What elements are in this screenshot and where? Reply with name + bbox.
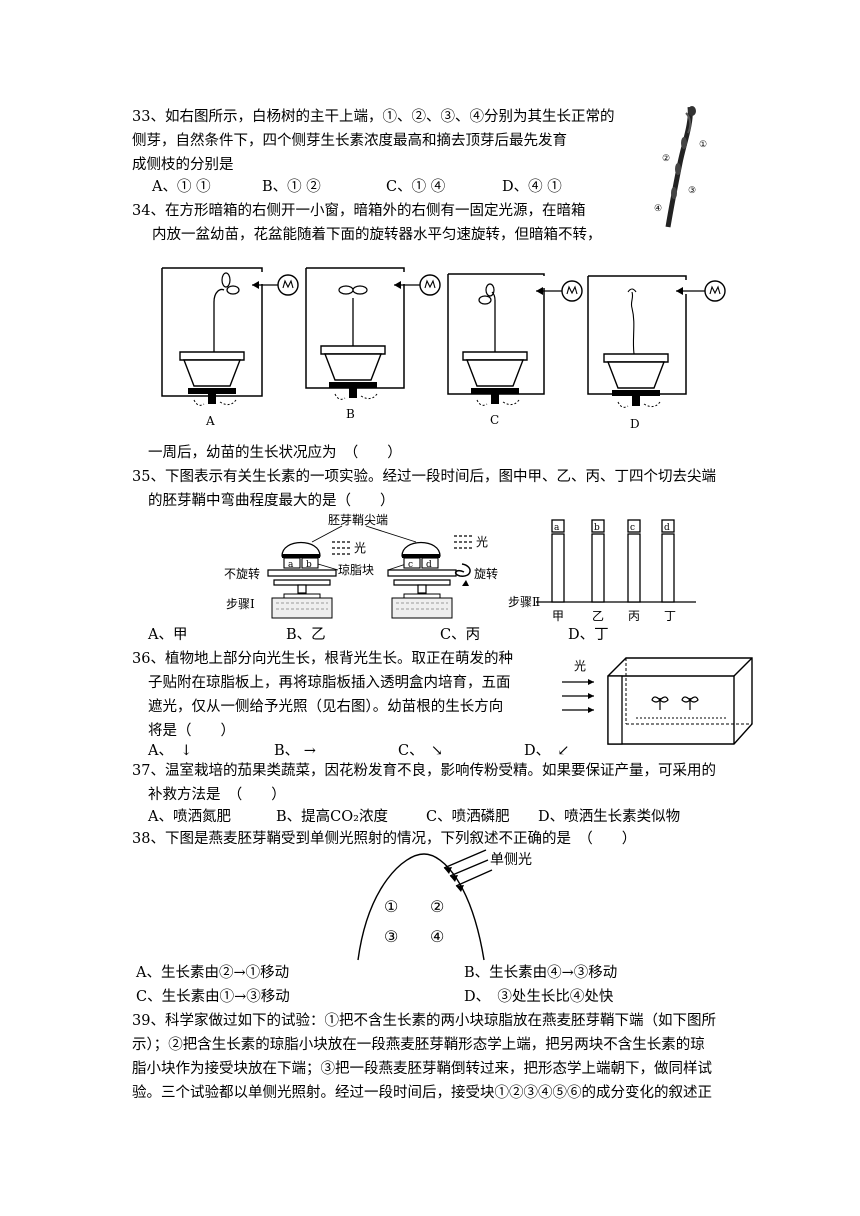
q35-sheath-block-b: b (594, 523, 600, 533)
q35-block-d: d (426, 560, 432, 570)
q38-option-d: D、 ③处生长比④处快 (464, 989, 614, 1005)
q35-sheath-block-a: a (554, 523, 560, 533)
q33-option-b: B、① ② (262, 179, 321, 195)
q37-line-2: 补救方法是 （ ） (148, 787, 286, 803)
q35-sheath-yi: 乙 (592, 609, 604, 622)
q36-line-1: 36、植物地上部分向光生长，根背光生长。取正在萌发的种 (132, 651, 513, 667)
q38-num-1: ① (384, 897, 398, 916)
q35-agar-label: 琼脂块 (338, 562, 374, 577)
q39-line-3: 脂小块作为接受块放在下端；③把一段燕麦胚芽鞘倒转过来，把形态学上端朝下，做同样试 (132, 1061, 712, 1077)
q36-option-b: B、 → (274, 743, 316, 759)
q38-option-a: A、生长素由②→①移动 (136, 965, 290, 981)
q35-option-c: C、丙 (440, 627, 481, 643)
q38-num-2: ② (430, 897, 444, 916)
q34-label-d: D (630, 417, 640, 431)
q35-block-b: b (306, 560, 312, 570)
q34-label-c: C (490, 413, 499, 427)
q35-option-d: D、丁 (568, 627, 609, 643)
q38-option-b: B、生长素由④→③移动 (464, 965, 618, 981)
q33-fig-label-2: ② (662, 154, 670, 164)
q33-option-d: D、④ ① (502, 179, 562, 195)
q34-panel-c (447, 273, 583, 407)
q35-sheath-bing: 丙 (628, 609, 640, 622)
q35-block-a: a (288, 560, 294, 570)
q33-option-c: C、① ④ (386, 179, 446, 195)
q35-option-a: A、甲 (148, 627, 188, 643)
q34-panel-a (161, 267, 299, 407)
q37-option-b: B、提高CO₂浓度 (276, 809, 388, 825)
q34-panel-d (587, 275, 726, 409)
q34-label-b: B (346, 407, 355, 421)
q35-tip-label: 胚芽鞘尖端 (328, 513, 388, 527)
q37-option-d: D、喷洒生长素类似物 (538, 809, 681, 825)
q39-line-4: 验。三个试验都以单侧光照射。经过一段时间后，接受块①②③④⑤⑥的成分变化的叙述正 (132, 1085, 712, 1101)
q34-line-3: 一周后，幼苗的生长状况应为 （ ） (148, 445, 402, 461)
q36-box-figure: 光 (562, 657, 753, 745)
q37-option-c: C、喷洒磷肥 (426, 809, 510, 825)
q37-line-1: 37、温室栽培的茄果类蔬菜，因花粉发育不良，影响传粉受精。如果要保证产量，可采用… (132, 763, 716, 779)
q35-option-b: B、乙 (286, 627, 326, 643)
q33-tree-figure: ① ② ③ ④ (654, 106, 707, 228)
q38-line-1: 38、下图是燕麦胚芽鞘受到单侧光照射的情况，下列叙述不正确的是 （ ） (132, 831, 637, 847)
q38-coleoptile-figure: 单侧光 ① ② ③ ④ (357, 849, 532, 961)
q35-sheath-jia: 甲 (552, 609, 564, 622)
q35-experiment-figure: 胚芽鞘尖端 a b 光 琼脂块 不旋转 步骤Ⅰ c d 光 旋转 步骤 (224, 513, 696, 622)
q35-rotate-label: 旋转 (474, 566, 498, 581)
q33-fig-label-4: ④ (654, 204, 662, 214)
q33-line-2: 侧芽，自然条件下，四个侧芽生长素浓度最高和摘去顶芽后最先发育 (132, 133, 567, 149)
q37-option-a: A、喷洒氮肥 (148, 809, 231, 825)
q34-panel-b (305, 267, 441, 401)
q33-option-a: A、① ① (152, 179, 211, 195)
q35-line-1: 35、下图表示有关生长素的一项实验。经过一段时间后，图中甲、乙、丙、丁四个切去尖… (132, 469, 716, 485)
q39-line-2: 示）；②把含生长素的琼脂小块放在一段燕麦胚芽鞘形态学上端，把另两块不含生长素的琼 (132, 1037, 705, 1053)
q35-line-2: 的胚芽鞘中弯曲程度最大的是（ ） (148, 493, 395, 509)
q36-option-c: C、 ↘ (398, 743, 443, 759)
q33-fig-label-1: ① (699, 140, 707, 150)
q35-sheath-ding: 丁 (664, 609, 676, 622)
q35-sheath-block-d: d (664, 523, 670, 533)
q38-option-c: C、生长素由①→③移动 (136, 989, 290, 1005)
q38-num-4: ④ (430, 927, 444, 946)
q38-num-3: ③ (384, 927, 398, 946)
q35-no-rotate-label: 不旋转 (224, 566, 260, 581)
q35-light-label-1: 光 (354, 541, 366, 555)
q34-label-a: A (205, 414, 215, 428)
q34-line-2: 内放一盆幼苗，花盆能随着下面的旋转器水平匀速旋转，但暗箱不转， (152, 227, 602, 243)
q34-darkbox-figure: A B C D (161, 267, 726, 431)
q33-line-3: 成侧枝的分别是 (132, 157, 234, 173)
q35-sheath-block-c: c (630, 523, 635, 533)
q35-light-label-2: 光 (476, 535, 488, 549)
q36-line-3: 遮光，仅从一侧给予光照（见右图）。幼苗根的生长方向 (148, 699, 504, 715)
q33-fig-label-3: ③ (688, 186, 696, 196)
q36-line-4: 将是（ ） (148, 723, 235, 739)
q36-option-a: A、 ↓ (148, 743, 193, 759)
q35-step1-label: 步骤Ⅰ (226, 597, 255, 611)
q36-light-label: 光 (574, 659, 586, 673)
q38-light-label: 单侧光 (490, 852, 532, 868)
q35-step2-label: 步骤Ⅱ (508, 595, 540, 609)
q36-option-d: D、 ↙ (524, 743, 570, 759)
q36-line-2: 子贴附在琼脂板上，再将琼脂板插入透明盒内培育，五面 (148, 675, 511, 691)
q35-block-c: c (408, 560, 413, 570)
q39-line-1: 39、科学家做过如下的试验：①把不含生长素的两小块琼脂放在燕麦胚芽鞘下端（如下图… (132, 1013, 716, 1029)
q34-line-1: 34、在方形暗箱的右侧开一小窗，暗箱外的右侧有一固定光源，在暗箱 (132, 203, 586, 219)
q33-line-1: 33、如右图所示，白杨树的主干上端，①、②、③、④分别为其生长正常的 (132, 109, 615, 125)
